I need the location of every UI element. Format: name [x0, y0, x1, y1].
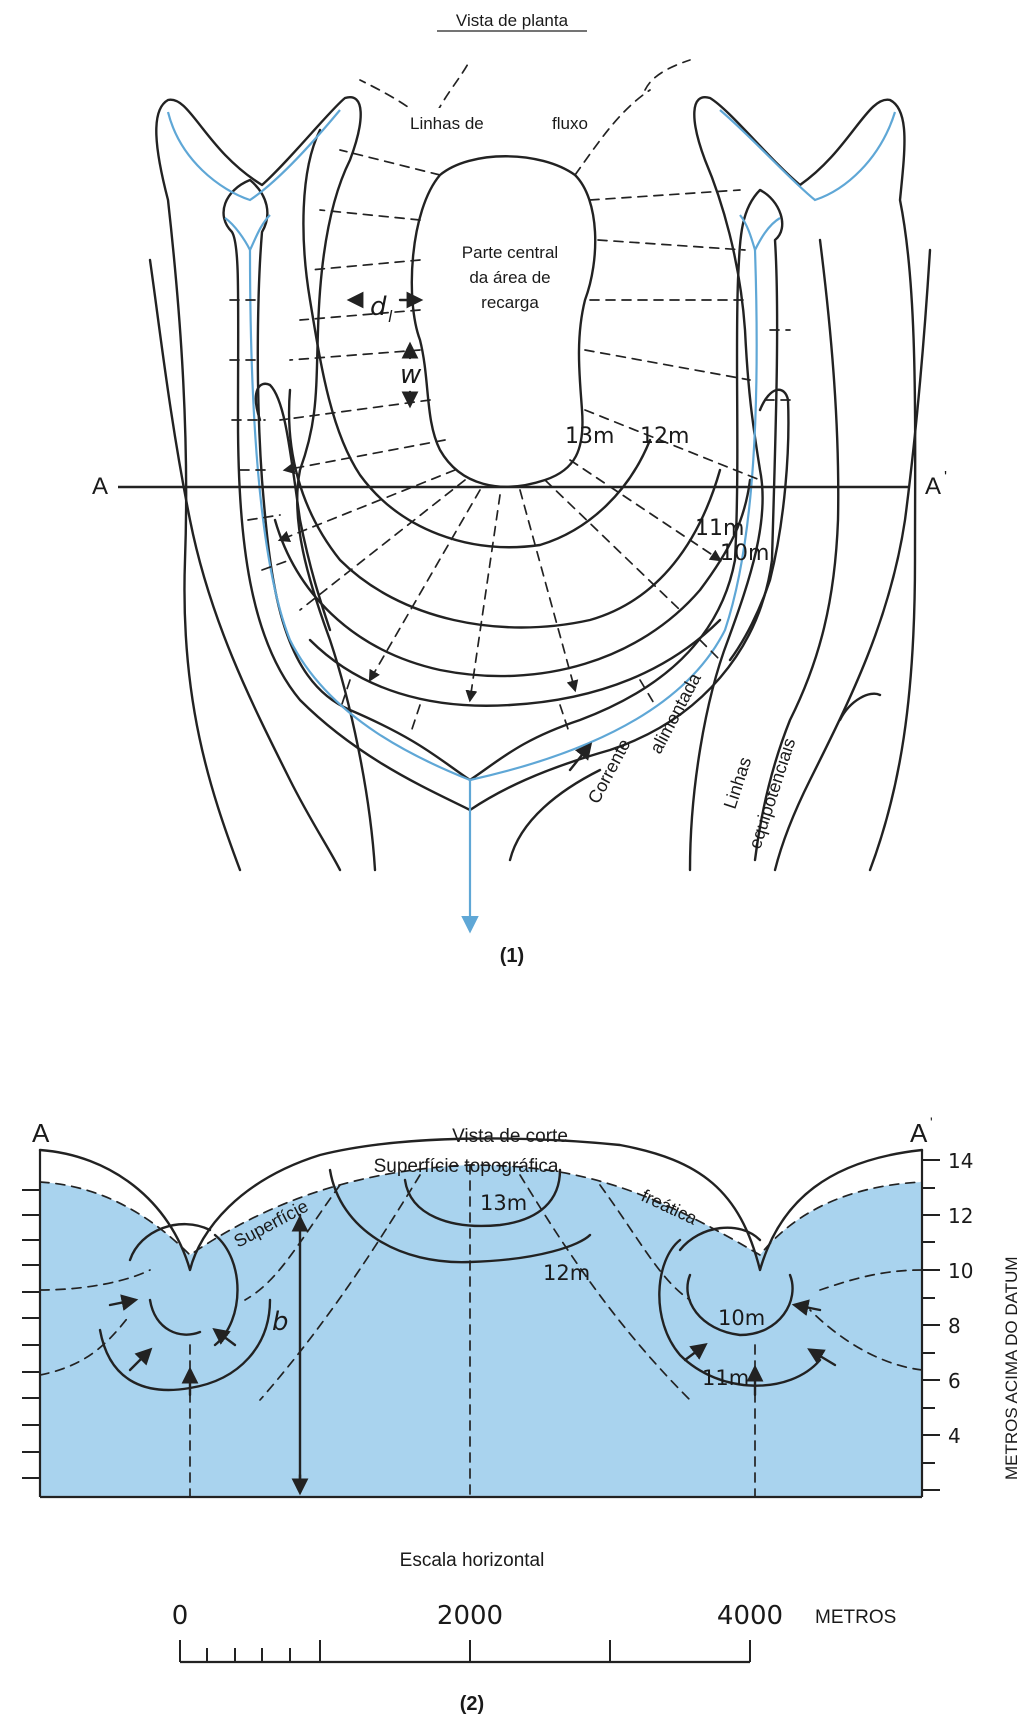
y-tick-12: 12	[948, 1204, 973, 1228]
contour-right-branch	[838, 692, 882, 722]
y-tick-10: 10	[948, 1259, 973, 1283]
w-label: w	[400, 360, 422, 390]
scale-unit: METROS	[815, 1607, 896, 1628]
contour-label-10m: 10m	[720, 541, 769, 566]
stream-left-upper	[166, 109, 341, 202]
section-title: Vista de corte	[452, 1126, 568, 1147]
left-inner-valley	[254, 382, 332, 632]
stream-right-upper	[719, 109, 897, 202]
flux-label-right: fluxo	[552, 114, 588, 133]
section-contour-12m: 12m	[543, 1261, 590, 1285]
scale-ticks	[179, 1640, 751, 1662]
plan-view: Vista de planta	[92, 11, 947, 967]
thickness-label: b	[272, 1307, 289, 1337]
left-tributary	[222, 178, 784, 812]
contour-10m	[308, 618, 722, 707]
stream-left-main	[248, 249, 471, 782]
recharge-label-1: Parte central	[462, 243, 558, 262]
left-valley	[155, 96, 377, 872]
section-contour-10m: 10m	[718, 1306, 765, 1330]
figure-2-number: (2)	[460, 1693, 484, 1715]
right-inner-valley	[728, 388, 790, 662]
contour-left-outer-1	[148, 258, 342, 872]
flux-label-left: Linhas de	[410, 114, 484, 133]
stream-pointer	[568, 742, 593, 772]
right-ticks	[922, 1159, 940, 1491]
contour-right-outer-1	[773, 248, 932, 872]
saturated-zone	[40, 1165, 922, 1497]
contour-label-12m: 12m	[640, 424, 689, 449]
topographic-surface	[38, 1137, 924, 1272]
recharge-label-3: recarga	[481, 293, 539, 312]
dl-subscript: l	[388, 307, 393, 326]
topographic-surface-label: Superfície topográfica	[374, 1156, 559, 1177]
section-arrows	[108, 1294, 837, 1397]
recharge-label-2: da área de	[469, 268, 550, 287]
left-ticks	[22, 1189, 40, 1479]
section-label-right: A	[925, 473, 941, 500]
equipotential-label-1: Linhas	[720, 755, 755, 812]
section-a-right: A	[910, 1118, 928, 1148]
flow-lines	[229, 59, 791, 736]
y-tick-6: 6	[948, 1369, 961, 1393]
y-axis-label: METROS ACIMA DO DATUM	[1002, 1256, 1021, 1480]
scale-tick-4000: 4000	[717, 1601, 783, 1631]
y-tick-8: 8	[948, 1314, 961, 1338]
plan-title: Vista de planta	[456, 11, 569, 30]
y-tick-4: 4	[948, 1424, 961, 1448]
dl-label: d	[370, 292, 387, 322]
scale-tick-0: 0	[172, 1601, 189, 1631]
stream-right-tributary	[739, 214, 781, 253]
section-a-left: A	[32, 1118, 50, 1148]
section-view: Vista de corte A A '	[22, 1114, 1021, 1499]
horizontal-scale: Escala horizontal 0 2000 4000 METROS (2)	[172, 1550, 897, 1715]
section-label-left: A	[92, 473, 108, 500]
section-label-right-prime: '	[944, 469, 947, 486]
stream-label-1: Corrente	[584, 736, 635, 807]
contour-13m	[302, 128, 652, 549]
section-contour-13m: 13m	[480, 1191, 527, 1215]
section-contour-11m: 11m	[702, 1366, 749, 1390]
figure-1-number: (1)	[500, 945, 524, 967]
section-a-right-prime: '	[930, 1114, 933, 1130]
scale-tick-2000: 2000	[437, 1601, 503, 1631]
right-valley	[688, 96, 917, 872]
section-contours	[98, 1168, 822, 1392]
contour-recharge-center	[410, 155, 597, 488]
y-tick-14: 14	[948, 1149, 973, 1173]
contour-stream-bank-right	[508, 768, 602, 862]
flux-label-bg	[398, 108, 504, 134]
stream-right-main	[469, 249, 758, 782]
scale-title: Escala horizontal	[400, 1550, 545, 1571]
contour-label-11m: 11m	[695, 516, 744, 541]
contour-11m	[273, 478, 752, 678]
contour-label-13m: 13m	[565, 424, 614, 449]
equipotential-label-2: equipotenciais	[745, 736, 800, 852]
contour-right-outer-2	[753, 238, 840, 862]
